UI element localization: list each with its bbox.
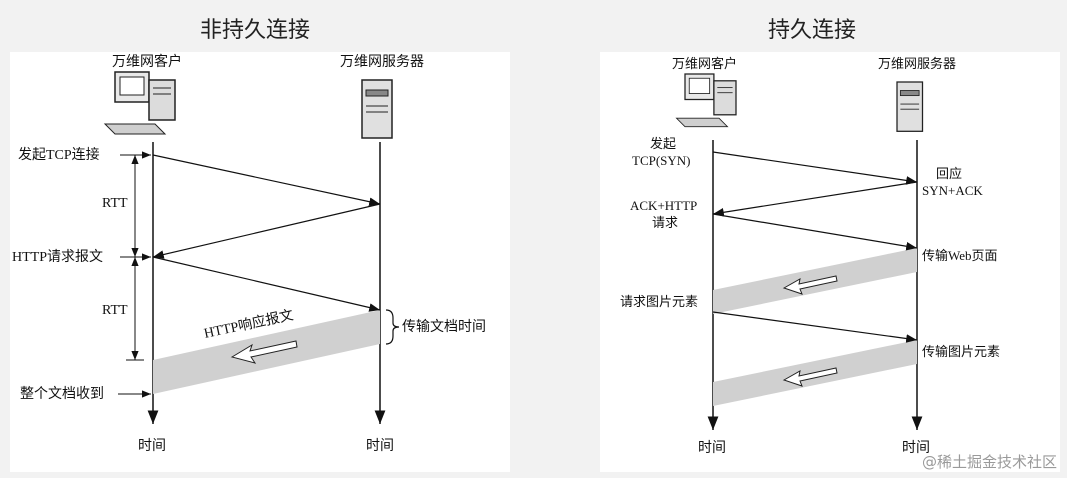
response-arrow [230,340,298,364]
label-image-transfer: 传输图片元素 [922,344,1000,359]
left-server-time: 时间 [366,438,394,454]
label-start-tcp: 发起TCP连接 [18,146,100,163]
server-icon [361,79,393,139]
label-transfer-time: 传输文档时间 [402,319,486,335]
persistent-diagram: 万维网客户 万维网服务器 发起 TCP(SYN) 回应 SYN+ACK ACK+… [600,52,1060,472]
server-icon [896,81,924,132]
label-syn-line1: 发起 [650,136,676,151]
left-synack-arrow [152,203,381,259]
left-title: 非持久连接 [200,18,311,43]
right-server-label: 万维网服务器 [878,56,956,71]
nonpersistent-diagram: 万维网客户 万维网服务器 发起TCP连接 RTT HTTP请求报文 [10,52,510,472]
label-synack-line2: SYN+ACK [922,183,983,198]
label-ack-line2: 请求 [652,215,678,230]
right-title: 持久连接 [768,18,857,43]
left-client-label: 万维网客户 [112,53,182,70]
nonpersistent-svg: 万维网客户 万维网服务器 发起TCP连接 RTT HTTP请求报文 [12,53,486,454]
label-ack-line1: ACK+HTTP [630,198,697,213]
image-arrow [782,367,838,387]
left-server-label: 万维网服务器 [340,54,424,70]
label-web-page: 传输Web页面 [922,248,998,263]
label-syn-line2: TCP(SYN) [632,153,691,168]
right-client-label: 万维网客户 [672,56,737,71]
transfer-brace [385,309,400,345]
right-ack-arrow [712,213,918,251]
left-client-time: 时间 [138,438,166,454]
right-syn-arrow [712,151,918,185]
left-request-arrow [152,256,381,312]
right-client-time: 时间 [698,440,726,456]
label-rtt1: RTT [102,196,128,211]
right-server-time: 时间 [902,440,930,456]
watermark: @稀土掘金技术社区 [921,453,1057,471]
persistent-svg: 万维网客户 万维网服务器 发起 TCP(SYN) 回应 SYN+ACK ACK+… [620,56,1000,456]
left-syn-arrow [152,154,381,206]
label-image-request: 请求图片元素 [620,294,698,309]
label-http-request: HTTP请求报文 [12,249,103,265]
web-page-arrow [782,275,838,295]
label-synack-line1: 回应 [936,166,962,181]
right-image-request-arrow [712,311,918,343]
label-document-received: 整个文档收到 [20,386,104,402]
computer-icon [675,73,737,128]
label-rtt2: RTT [102,303,128,318]
computer-icon [103,71,176,135]
right-synack-arrow [712,181,918,217]
